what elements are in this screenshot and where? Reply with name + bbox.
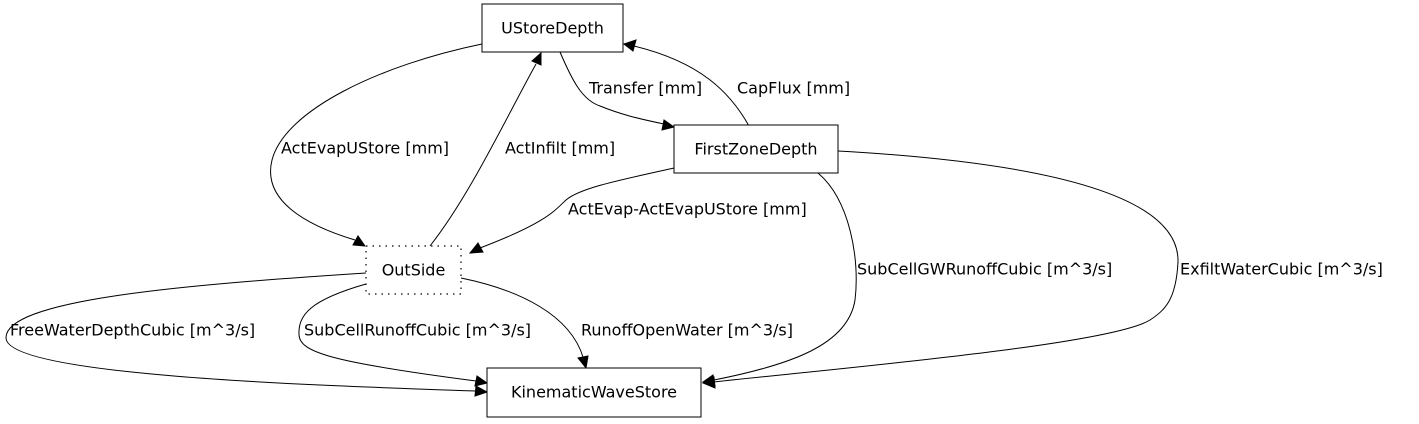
edge-capflux — [622, 39, 750, 127]
edge-exfilt — [701, 150, 1179, 389]
edge-label-capflux: CapFlux [mm] — [737, 79, 850, 98]
edge-label-exfilt: ExfiltWaterCubic [m^3/s] — [1180, 260, 1383, 279]
edge-label-subcell-runoff: SubCellRunoffCubic [m^3/s] — [304, 321, 531, 340]
edge-actevap-ustore — [270, 43, 483, 247]
edge-runoff-open — [460, 277, 589, 370]
node-ustore-depth[interactable]: UStoreDepth — [481, 3, 624, 53]
node-label-ustore-depth: UStoreDepth — [501, 19, 604, 38]
edge-actinfilt — [429, 51, 542, 247]
edge-subcell-runoff — [298, 283, 489, 387]
edge-label-subcell-gw: SubCellGWRunoffCubic [m^3/s] — [857, 260, 1112, 279]
edge-label-actinfilt: ActInfilt [mm] — [505, 139, 615, 158]
edge-transfer — [559, 51, 676, 131]
node-kinematic-wave-store[interactable]: KinematicWaveStore — [486, 367, 702, 418]
node-label-first-zone-depth: FirstZoneDepth — [694, 140, 817, 159]
edge-freewater — [5, 272, 489, 397]
node-outside[interactable]: OutSide — [365, 245, 462, 295]
edge-label-transfer: Transfer [mm] — [588, 79, 702, 98]
edge-label-freewater: FreeWaterDepthCubic [m^3/s] — [10, 321, 255, 340]
edge-label-runoff-open: RunoffOpenWater [m^3/s] — [581, 321, 793, 340]
edge-label-actevap-diff: ActEvap-ActEvapUStore [mm] — [568, 200, 807, 219]
edge-actevap-diff — [468, 167, 675, 254]
node-label-outside: OutSide — [382, 261, 446, 280]
node-first-zone-depth[interactable]: FirstZoneDepth — [673, 124, 839, 174]
edge-label-actevap-ustore: ActEvapUStore [mm] — [281, 139, 449, 158]
node-label-kinematic-wave-store: KinematicWaveStore — [511, 383, 677, 402]
